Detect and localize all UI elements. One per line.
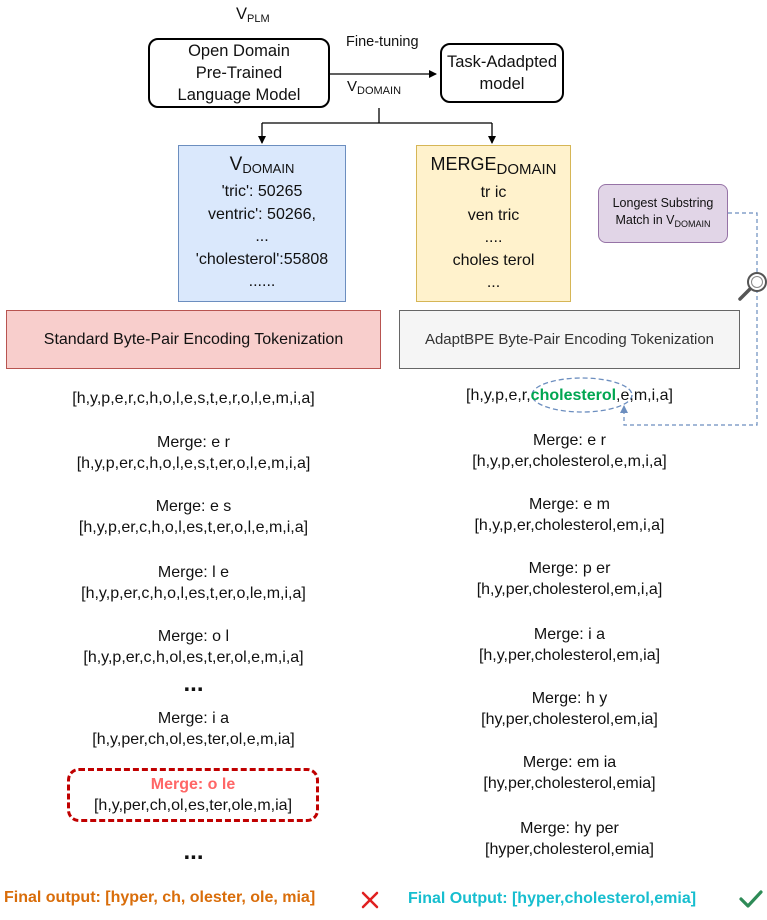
right-final-output: Final Output: [hyper,cholesterol,emia] [408, 890, 697, 907]
right-merge-label: Merge: p er [528, 560, 611, 577]
cholesterol-highlight: cholesterol [530, 387, 617, 404]
vocab-line: 'tric': 50265 [221, 183, 303, 201]
plm-line-2: Pre-Trained [195, 64, 283, 82]
left-step-ia: Merge: i a [h,y,per,ch,ol,es,ter,ol,e,m,… [6, 708, 381, 750]
right-initial-tokens: [h,y,p,e,r,cholesterol,e,m,i,a] [466, 387, 673, 404]
left-final-output: Final output: [hyper, ch, olester, ole, … [4, 889, 316, 906]
right-merge-label: Merge: hy per [520, 820, 619, 837]
left-merge-label: Merge: i a [157, 710, 230, 727]
left-step: Merge: e r [h,y,p,er,c,h,o,l,e,s,t,er,o,… [6, 432, 381, 474]
right-step: Merge: h y [hy,per,cholesterol,em,ia] [399, 688, 740, 730]
left-initial-tokens: [h,y,p,e,r,c,h,o,l,e,s,t,e,r,o,l,e,m,i,a… [72, 390, 315, 407]
right-step: Merge: em ia [hy,per,cholesterol,emia] [399, 752, 740, 794]
left-ellipsis-1: ... [183, 670, 204, 697]
task-line-1: Task-Adadpted [446, 53, 558, 71]
left-merge-label: Merge: e r [157, 434, 230, 451]
highlight-merge-label: Merge: o le [150, 776, 236, 793]
task-line-2: model [479, 75, 525, 93]
plm-box: Open Domain Pre-Trained Language Model [148, 38, 330, 108]
right-tokens: [hy,per,cholesterol,emia] [483, 775, 656, 792]
right-tokens: [hyper,cholesterol,emia] [485, 841, 654, 858]
merge-line: ... [486, 274, 501, 292]
left-highlight-box: Merge: o le [h,y,per,ch,ol,es,ter,ole,m,… [67, 768, 319, 822]
cholesterol-ellipse [531, 377, 633, 413]
lsm-line-1: Longest Substring [612, 195, 714, 210]
check-icon [739, 890, 763, 908]
cross-icon [361, 891, 379, 909]
right-merge-label: Merge: h y [531, 690, 608, 707]
right-tokens: [h,y,per,cholesterol,em,ia] [478, 647, 661, 664]
vocab-line: ...... [248, 273, 276, 291]
left-tokens: [h,y,per,ch,ol,es,ter,ol,e,m,ia] [92, 731, 295, 748]
left-tokens: [h,y,p,er,c,h,o,l,es,t,er,o,l,e,m,i,a] [78, 519, 309, 536]
merge-line: choles terol [452, 251, 535, 269]
left-merge-label: Merge: e s [155, 498, 232, 515]
right-step: Merge: e r [h,y,p,er,cholesterol,e,m,i,a… [399, 430, 740, 472]
vocab-title: VDOMAIN [229, 154, 295, 177]
fine-tuning-label: Fine-tuning [346, 34, 419, 50]
magnifier-icon [738, 272, 767, 301]
right-step: Merge: i a [h,y,per,cholesterol,em,ia] [399, 624, 740, 666]
merge-line: tr ic [480, 184, 507, 202]
left-step: Merge: e s [h,y,p,er,c,h,o,l,es,t,er,o,l… [6, 496, 381, 538]
vocab-line: ... [255, 228, 269, 246]
left-tokens: [h,y,p,er,c,h,ol,es,t,er,ol,e,m,i,a] [83, 649, 304, 666]
left-step: Merge: o l [h,y,p,er,c,h,ol,es,t,er,ol,e… [6, 626, 381, 668]
merge-title: MERGEDOMAIN [430, 154, 557, 179]
right-tokens: [h,y,per,cholesterol,em,i,a] [476, 581, 663, 598]
left-merge-label: Merge: l e [157, 564, 230, 581]
longest-substring-box: Longest Substring Match in VDOMAIN [598, 184, 728, 243]
left-tokens: [h,y,p,er,c,h,o,l,es,t,er,o,le,m,i,a] [81, 585, 306, 602]
vocab-domain-box: VDOMAIN 'tric': 50265 ventric': 50266, .… [178, 145, 346, 302]
right-merge-label: Merge: i a [533, 626, 606, 643]
right-merge-label: Merge: e m [529, 496, 610, 513]
highlight-tokens: [h,y,per,ch,ol,es,ter,ole,m,ia] [93, 797, 293, 814]
vocab-line: ventric': 50266, [207, 205, 316, 223]
left-step: Merge: l e [h,y,p,er,c,h,o,l,es,t,er,o,l… [6, 562, 381, 604]
left-tokens: [h,y,p,er,c,h,o,l,e,s,t,er,o,l,e,m,i,a] [76, 455, 311, 472]
adapt-bpe-header: AdaptBPE Byte-Pair Encoding Tokenization [399, 310, 740, 369]
right-step: Merge: p er [h,y,per,cholesterol,em,i,a] [399, 558, 740, 600]
right-tokens: [hy,per,cholesterol,em,ia] [481, 711, 658, 728]
plm-line-1: Open Domain [188, 42, 290, 60]
right-step: Merge: hy per [hyper,cholesterol,emia] [399, 818, 740, 860]
vplm-label: VPLM [236, 5, 270, 25]
plm-line-3: Language Model [177, 86, 301, 104]
merge-line: .... [484, 229, 503, 247]
lsm-link-line [620, 212, 758, 426]
right-tokens: [h,y,p,er,cholesterol,em,i,a] [474, 517, 665, 534]
right-merge-label: Merge: em ia [522, 754, 617, 771]
right-tokens: [h,y,p,er,cholesterol,e,m,i,a] [472, 453, 667, 470]
merge-line: ven tric [467, 206, 520, 224]
task-model-box: Task-Adadpted model [440, 43, 564, 103]
right-merge-label: Merge: e r [533, 432, 606, 449]
standard-bpe-header: Standard Byte-Pair Encoding Tokenization [6, 310, 381, 369]
vocab-line: 'cholesterol':55808 [195, 250, 329, 268]
right-step: Merge: e m [h,y,p,er,cholesterol,em,i,a] [399, 494, 740, 536]
left-ellipsis-2: ... [183, 838, 204, 865]
left-merge-label: Merge: o l [157, 628, 230, 645]
vdomain-label: VDOMAIN [347, 78, 402, 97]
lsm-line-2: Match in VDOMAIN [615, 212, 711, 229]
merge-domain-box: MERGEDOMAIN tr ic ven tric .... choles t… [416, 145, 571, 302]
